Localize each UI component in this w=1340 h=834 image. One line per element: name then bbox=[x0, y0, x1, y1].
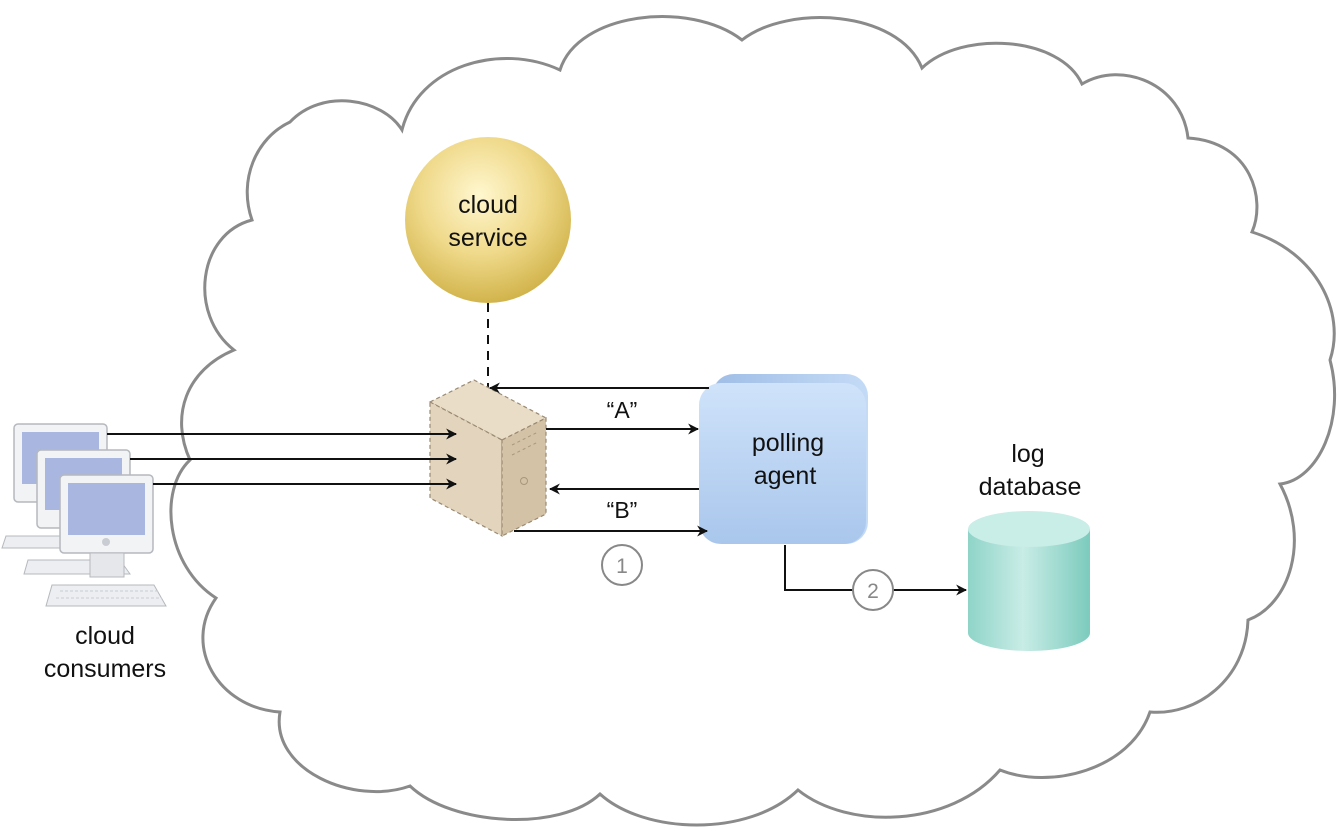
polling-agent: polling agent bbox=[699, 374, 868, 544]
cloud-service-label-line1: cloud bbox=[458, 191, 518, 219]
message-a-label: “A” bbox=[607, 397, 638, 423]
polling-agent-label-line1: polling bbox=[752, 429, 824, 457]
cloud-consumers-label-line1: cloud bbox=[75, 622, 135, 650]
message-b-label: “B” bbox=[607, 497, 638, 523]
log-database-label-line2: database bbox=[979, 473, 1082, 501]
cloud-service-label-line2: service bbox=[448, 224, 527, 252]
step-1-circle bbox=[601, 544, 643, 586]
cloud-consumers-label-line2: consumers bbox=[44, 655, 166, 683]
step-1-label: 1 bbox=[616, 555, 628, 578]
log-database-label-line1: log bbox=[1011, 440, 1044, 468]
agent-to-database-arrow bbox=[784, 545, 968, 596]
monitor-icon bbox=[45, 474, 167, 607]
cloud-service: cloud service bbox=[405, 137, 571, 303]
step-2-label: 2 bbox=[867, 580, 879, 603]
polling-agent-label-line2: agent bbox=[754, 462, 817, 490]
cloud-consumers bbox=[1, 423, 167, 607]
step-2-circle bbox=[852, 569, 894, 611]
cylinder-database-icon bbox=[968, 511, 1090, 651]
